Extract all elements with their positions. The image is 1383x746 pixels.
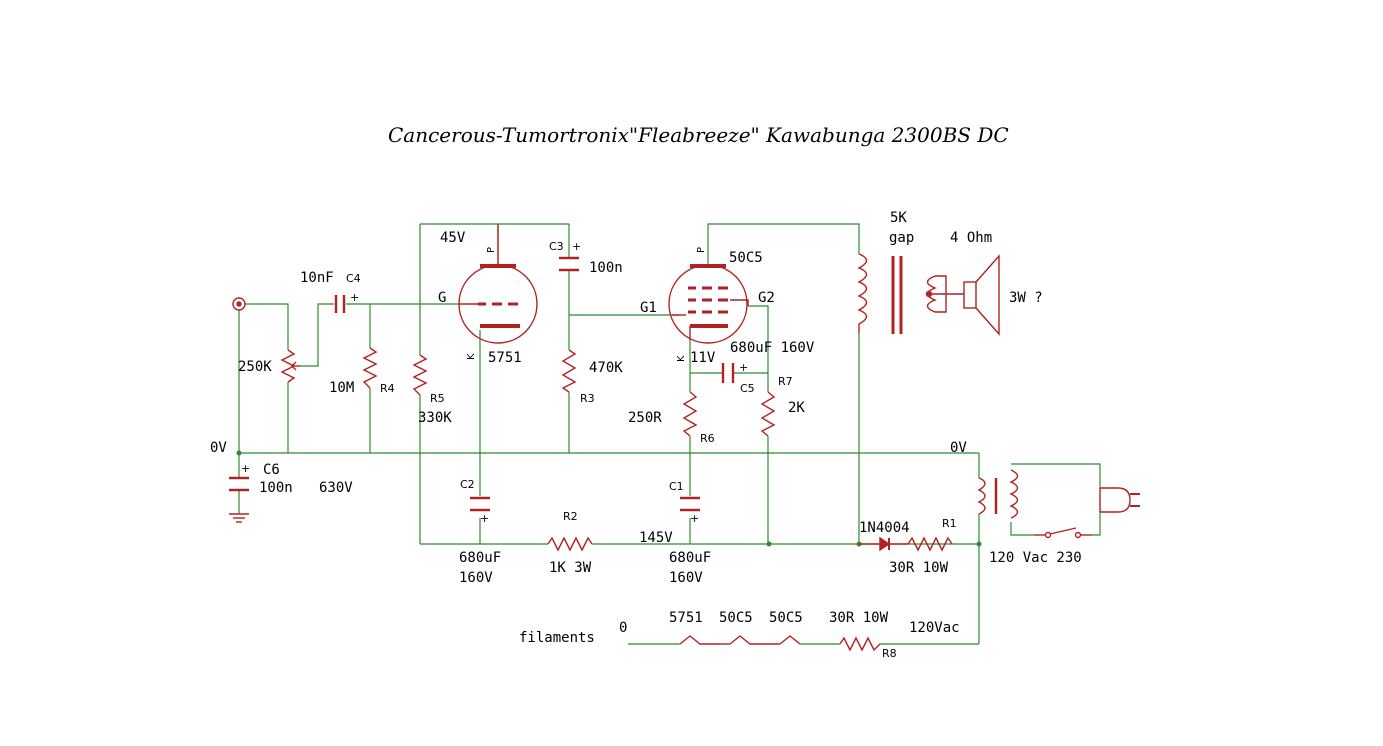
capacitor-c5 — [721, 363, 735, 383]
label-filament-50c5-a: 50C5 — [719, 610, 753, 626]
tube-v1-5751 — [458, 224, 538, 344]
c2-plus: + — [480, 512, 489, 525]
label-v2-type: 50C5 — [729, 250, 763, 266]
capacitor-c4 — [334, 295, 346, 313]
label-r1: R1 — [942, 517, 957, 530]
label-filaments: filaments — [519, 630, 595, 646]
switch-icon — [1034, 527, 1092, 539]
tube-v2-50c5 — [668, 264, 749, 344]
label-r6: R6 — [700, 432, 715, 445]
label-r2-value: 1K 3W — [549, 560, 592, 576]
label-c5-value: 680uF 160V — [730, 340, 815, 356]
label-c4: C4 — [346, 272, 361, 285]
label-11v: 11V — [690, 350, 716, 366]
c3-plus: + — [572, 240, 581, 253]
filament-string — [679, 635, 801, 645]
polarity-markers: + + + + + + — [241, 240, 748, 525]
label-d1: 1N4004 — [859, 520, 910, 536]
mains-plug-icon — [1099, 487, 1140, 513]
components — [229, 224, 1140, 652]
ground-icon — [229, 513, 249, 523]
label-mains: 120 Vac 230 — [989, 550, 1082, 566]
label-c2-voltage: 160V — [459, 570, 493, 586]
label-r1-value: 30R 10W — [889, 560, 949, 576]
label-filament-voltage: 120Vac — [909, 620, 960, 636]
label-v2-g2: G2 — [758, 290, 775, 306]
label-v1-type: 5751 — [488, 350, 522, 366]
label-v1-cathode: K — [466, 353, 477, 360]
resistor-r6 — [682, 391, 698, 437]
label-v2-cathode: K — [676, 355, 687, 362]
junction-dots — [236, 450, 982, 547]
label-c5: C5 — [740, 382, 755, 395]
label-spk-power: 3W ? — [1009, 290, 1043, 306]
label-spk-impedance: 4 Ohm — [950, 230, 992, 246]
resistor-r8 — [839, 636, 881, 652]
capacitor-c3 — [559, 256, 579, 272]
label-c1-voltage: 160V — [669, 570, 703, 586]
label-r6-value: 250R — [628, 410, 662, 426]
labels: 45V 10nF C4 250K 10M R4 R5 330K G P K 57… — [210, 210, 1082, 660]
power-transformer — [977, 469, 1019, 519]
label-0v-right: 0V — [950, 440, 967, 456]
c1-plus: + — [690, 512, 699, 525]
pot-250k — [280, 349, 300, 383]
label-c1: C1 — [669, 480, 684, 493]
c5-plus: + — [739, 361, 748, 374]
label-ot-gap: gap — [889, 230, 914, 246]
label-0v-left: 0V — [210, 440, 227, 456]
label-r5-value: 330K — [418, 410, 452, 426]
label-v2-plate: P — [696, 247, 707, 253]
label-r2: R2 — [563, 510, 578, 523]
label-v1-plate: P — [486, 247, 497, 253]
capacitor-c6 — [229, 476, 249, 492]
resistor-r7 — [760, 391, 776, 437]
c6-plus: + — [241, 462, 250, 475]
label-c4-value: 10nF — [300, 270, 334, 286]
capacitor-c2 — [470, 496, 490, 512]
label-c6-voltage: 630V — [319, 480, 353, 496]
input-jack-icon — [232, 297, 246, 311]
label-c6-value: 100n — [259, 480, 293, 496]
label-r5: R5 — [430, 392, 445, 405]
label-filament-5751: 5751 — [669, 610, 703, 626]
label-v2-g1: G1 — [640, 300, 657, 316]
output-transformer — [857, 253, 964, 334]
label-r4-value: 10M — [329, 380, 354, 396]
label-ot-ratio: 5K — [890, 210, 907, 226]
label-c2-value: 680uF — [459, 550, 501, 566]
c4-plus: + — [350, 291, 359, 304]
diode-1n4004 — [859, 536, 908, 552]
label-c3: C3 — [549, 240, 564, 253]
label-r7-value: 2K — [788, 400, 805, 416]
label-r8: R8 — [882, 647, 897, 660]
capacitor-c1 — [680, 496, 700, 512]
label-r7: R7 — [778, 375, 793, 388]
label-r8-value: 30R 10W — [829, 610, 889, 626]
resistor-r5 — [412, 354, 428, 396]
schematic-title: Cancerous-Tumortronix"Fleabreeze" Kawabu… — [388, 123, 1009, 147]
label-r3: R3 — [580, 392, 595, 405]
label-filament-50c5-b: 50C5 — [769, 610, 803, 626]
label-45v: 45V — [440, 230, 466, 246]
speaker-icon — [963, 254, 1000, 336]
label-145v: 145V — [639, 530, 673, 546]
resistor-r3 — [561, 349, 577, 393]
label-c3-value: 100n — [589, 260, 623, 276]
label-filament-zero: 0 — [619, 620, 627, 636]
label-r3-value: 470K — [589, 360, 623, 376]
label-v1-grid: G — [438, 290, 446, 306]
resistor-r4 — [362, 347, 378, 389]
label-pot: 250K — [238, 359, 272, 375]
label-r4: R4 — [380, 382, 395, 395]
resistor-r1 — [907, 536, 953, 552]
label-c6: C6 — [263, 462, 280, 478]
label-c1-value: 680uF — [669, 550, 711, 566]
label-c2: C2 — [460, 478, 475, 491]
resistor-r2 — [547, 536, 593, 552]
